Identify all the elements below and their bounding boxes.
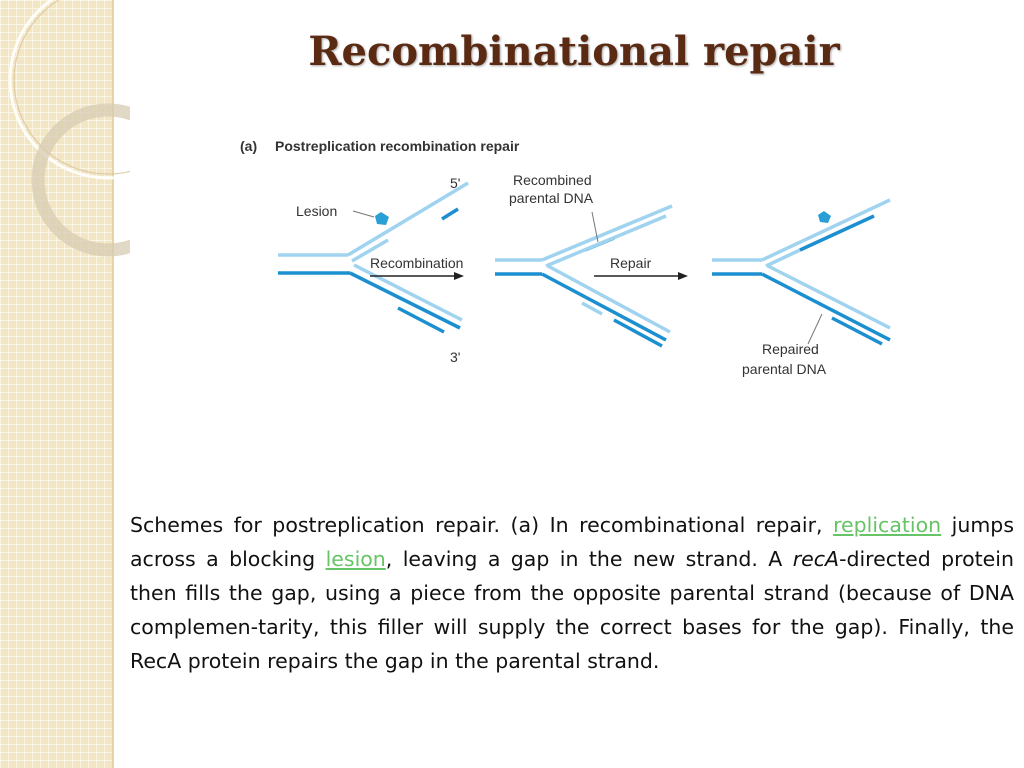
- recombined-pointer: [591, 211, 599, 243]
- fork-1: Lesion 5' 3': [278, 175, 469, 365]
- recombination-label: Recombination: [370, 255, 463, 271]
- repaired-label-line1: Repaired: [762, 341, 819, 357]
- fork1-new-top-segment: [351, 238, 389, 263]
- fork3-parental-top-arm: [761, 198, 891, 262]
- fork2-parental-top-arm: [541, 204, 673, 262]
- fork3-new-bottom-fragment: [831, 316, 883, 346]
- fork1-new-bottom-fragment: [397, 306, 445, 334]
- caption-part2: jumps across a blocking: [130, 513, 1015, 571]
- five-prime-label: 5': [450, 175, 460, 191]
- lesion-label: Lesion: [296, 203, 337, 219]
- repaired-pointer: [807, 313, 823, 345]
- caption-part1: Schemes for postreplication repair. (a) …: [130, 513, 834, 537]
- decorative-circles: [8, 0, 130, 257]
- recombined-label-line2: parental DNA: [509, 190, 594, 206]
- repaired-lesion-icon: [818, 211, 831, 223]
- sidebar-border: [112, 0, 114, 768]
- replication-link[interactable]: replication: [833, 513, 942, 537]
- fork1-parental-top-arm: [347, 181, 469, 257]
- lesion-icon: [375, 212, 389, 225]
- fork3-new-top-fragment: [799, 214, 875, 252]
- caption-reca-italic: recA: [792, 547, 840, 571]
- fork3-new-bottom-strand: [767, 264, 891, 330]
- fork1-parental-bottom-arm: [349, 271, 461, 330]
- caption-part4: -directed protein then fills the gap, us…: [130, 547, 1014, 673]
- panel-title: Postreplication recombination repair: [275, 138, 520, 154]
- repaired-label-line2: parental DNA: [742, 361, 827, 377]
- repair-arrowhead: [678, 272, 688, 280]
- fork2-new-bottom-strand: [547, 264, 671, 334]
- lesion-pointer: [352, 210, 375, 218]
- fork2-parental-bottom-arm: [541, 272, 667, 342]
- caption-part3: , leaving a gap in the new strand. A: [385, 547, 793, 571]
- fork3-new-top-segment: [765, 248, 801, 268]
- fork2-gap-marker: [581, 301, 603, 316]
- fork-2: Recombined parental DNA: [495, 172, 673, 348]
- fork1-new-top-fragment: [441, 207, 459, 221]
- fork1-new-bottom-strand: [353, 263, 463, 322]
- recombined-label-line1: Recombined: [513, 172, 592, 188]
- repair-label: Repair: [610, 255, 652, 271]
- fork3-parental-bottom-arm: [761, 272, 891, 342]
- panel-label: (a): [240, 138, 257, 154]
- three-prime-label: 3': [450, 349, 460, 365]
- fork-3: Repaired parental DNA: [712, 198, 891, 377]
- fork2-new-top-strand: [545, 214, 667, 268]
- recombination-repair-diagram: (a) Postreplication recombination repair…: [240, 138, 891, 377]
- recombination-arrowhead: [454, 272, 464, 280]
- lesion-link[interactable]: lesion: [325, 547, 386, 571]
- fork2-new-bottom-fragment: [613, 318, 663, 348]
- caption-text: Schemes for postreplication repair. (a) …: [130, 508, 1014, 678]
- slide-title: Recombinational repair: [308, 28, 840, 75]
